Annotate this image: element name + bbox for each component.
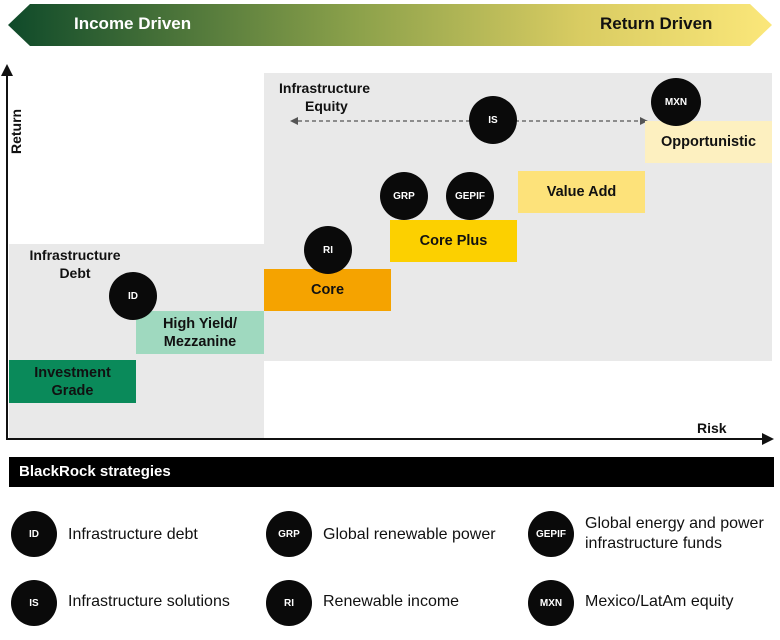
- core-box: Core: [264, 269, 391, 311]
- gepif-marker: GEPIF: [446, 172, 494, 220]
- is-marker: IS: [469, 96, 517, 144]
- y-axis-label: Return: [8, 108, 24, 154]
- value-add-box: Value Add: [518, 171, 645, 213]
- axes: [1, 64, 774, 445]
- legend-id-text: Infrastructure debt: [68, 526, 198, 543]
- legend-grp-text: Global renewable power: [323, 526, 496, 543]
- grp-marker: GRP: [380, 172, 428, 220]
- legend-id-icon: ID: [11, 511, 57, 557]
- high-yield-mezzanine-box: High Yield/Mezzanine: [136, 311, 264, 354]
- legend-mxn-icon: MXN: [528, 580, 574, 626]
- opportunistic-box: Opportunistic: [645, 121, 772, 163]
- legend-is-icon: IS: [11, 580, 57, 626]
- income-return-arrow-bar: [8, 4, 772, 46]
- id-marker: ID: [109, 272, 157, 320]
- x-axis-arrowhead: [762, 433, 774, 445]
- legend-title-bar: BlackRock strategies: [9, 457, 774, 487]
- return-driven-label: Return Driven: [600, 14, 713, 33]
- legend-gepif-text: Global energy and power infrastructure f…: [585, 515, 764, 552]
- ri-marker: RI: [304, 226, 352, 274]
- income-driven-label: Income Driven: [74, 14, 192, 33]
- legend-grp-icon: GRP: [266, 511, 312, 557]
- legend-ri-icon: RI: [266, 580, 312, 626]
- y-axis-arrowhead: [1, 64, 13, 76]
- core-plus-box: Core Plus: [390, 220, 517, 262]
- legend-mxn-text: Mexico/LatAm equity: [585, 593, 734, 610]
- x-axis-label: Risk: [697, 420, 727, 436]
- mxn-marker: MXN: [651, 78, 701, 126]
- legend-is-text: Infrastructure solutions: [68, 593, 230, 610]
- infrastructure-equity-label: Infrastructure Equity: [279, 80, 371, 114]
- legend-ri-text: Renewable income: [323, 593, 460, 610]
- infrastructure-debt-label: Infrastructure Debt: [29, 247, 121, 281]
- legend-gepif-icon: GEPIF: [528, 511, 574, 557]
